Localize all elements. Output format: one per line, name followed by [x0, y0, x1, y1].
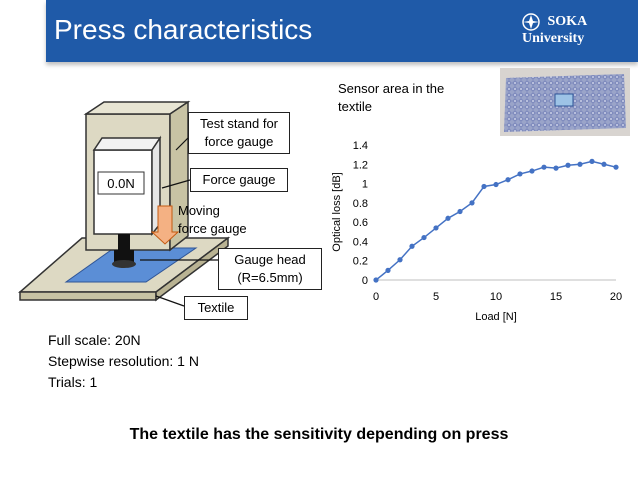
- conclusion-text: The textile has the sensitivity dependin…: [129, 426, 509, 443]
- data-point: [373, 277, 379, 283]
- data-point: [505, 177, 511, 183]
- info-resolution: Stepwise resolution: 1 N: [48, 353, 199, 369]
- gauge-display: [97, 171, 145, 195]
- data-point: [493, 181, 499, 188]
- label-gauge-head: Gauge head (R=6.5mm): [218, 248, 322, 290]
- moving-arrow: [150, 205, 180, 245]
- data-point: [457, 208, 463, 215]
- gauge-head-tip: [112, 260, 136, 268]
- sensor-area-marker: [554, 93, 574, 107]
- series-optical-loss: [373, 158, 619, 283]
- info-trials: Trials: 1: [48, 374, 98, 390]
- data-point: [577, 161, 583, 167]
- y-tick-label: 1: [362, 179, 368, 191]
- data-point: [553, 165, 559, 171]
- data-point: [433, 225, 439, 231]
- data-point: [445, 215, 451, 221]
- base-platform-front: [19, 291, 157, 301]
- optical-loss-chart: 0 0.2 0.4 0.6 0.8 1 1.2 1.4 0 5 10 15 20 Optical los…: [331, 140, 622, 323]
- data-point: [589, 158, 595, 164]
- y-tick-label: 0.4: [353, 236, 368, 248]
- data-point: [421, 234, 427, 241]
- data-point: [409, 243, 415, 249]
- x-tick-label: 20: [610, 291, 622, 303]
- x-tick-label: 0: [373, 291, 379, 303]
- y-tick-label: 0.6: [353, 217, 368, 229]
- gauge-head: [114, 250, 134, 262]
- data-point: [385, 267, 391, 273]
- x-tick-label: 15: [550, 291, 562, 303]
- slide-header: Press characteristics SOKA University: [46, 0, 638, 62]
- leader-textile: [155, 295, 185, 307]
- logo-mark-icon: [522, 13, 540, 31]
- label-sensor-area: Sensor area in the textile: [338, 81, 445, 114]
- y-tick-label: 1.4: [353, 140, 368, 152]
- test-apparatus-diagram: 0.0N: [17, 100, 231, 307]
- label-textile: Textile: [184, 296, 248, 320]
- gauge-display-value: 0.0N: [107, 176, 134, 191]
- gauge-shaft: [118, 234, 130, 252]
- x-tick-label: 5: [433, 291, 439, 303]
- chart-ylabel: Optical loss [dB]: [331, 172, 343, 251]
- base-platform-side: [155, 236, 229, 302]
- measurement-info: Full scale: 20N Stepwise resolution: 1 N…: [48, 330, 199, 393]
- data-point: [517, 171, 523, 177]
- label-moving-gauge: Moving force gauge: [178, 203, 247, 236]
- info-full-scale: Full scale: 20N: [48, 332, 141, 348]
- textile-photo: [500, 68, 630, 136]
- data-point: [397, 257, 403, 263]
- data-point: [601, 161, 607, 167]
- slide-title: Press characteristics: [54, 14, 313, 45]
- data-point: [529, 168, 535, 174]
- university-logo: SOKA University: [522, 13, 638, 47]
- x-tick-label: 10: [490, 291, 502, 303]
- y-tick-label: 0: [362, 275, 368, 287]
- y-tick-label: 0.8: [353, 198, 368, 210]
- stand-column-side: [169, 100, 189, 252]
- data-point: [613, 164, 619, 170]
- data-point: [481, 183, 487, 190]
- leader-stand: [175, 137, 189, 151]
- y-tick-label: 0.2: [353, 256, 368, 268]
- data-point: [541, 164, 547, 170]
- label-test-stand: Test stand for force gauge: [188, 112, 290, 154]
- chart-xlabel: Load [N]: [475, 311, 517, 323]
- leader-force-gauge: [161, 179, 191, 189]
- force-gauge-top: [92, 137, 162, 151]
- y-tick-label: 1.2: [353, 159, 368, 171]
- logo-text: SOKA University: [522, 14, 587, 46]
- label-force-gauge: Force gauge: [190, 168, 288, 192]
- data-point: [469, 200, 475, 206]
- data-point: [565, 162, 571, 168]
- chart-axes: 0 0.2 0.4 0.6 0.8 1 1.2 1.4 0 5 10 15 20: [353, 140, 622, 303]
- series-line: [375, 160, 617, 281]
